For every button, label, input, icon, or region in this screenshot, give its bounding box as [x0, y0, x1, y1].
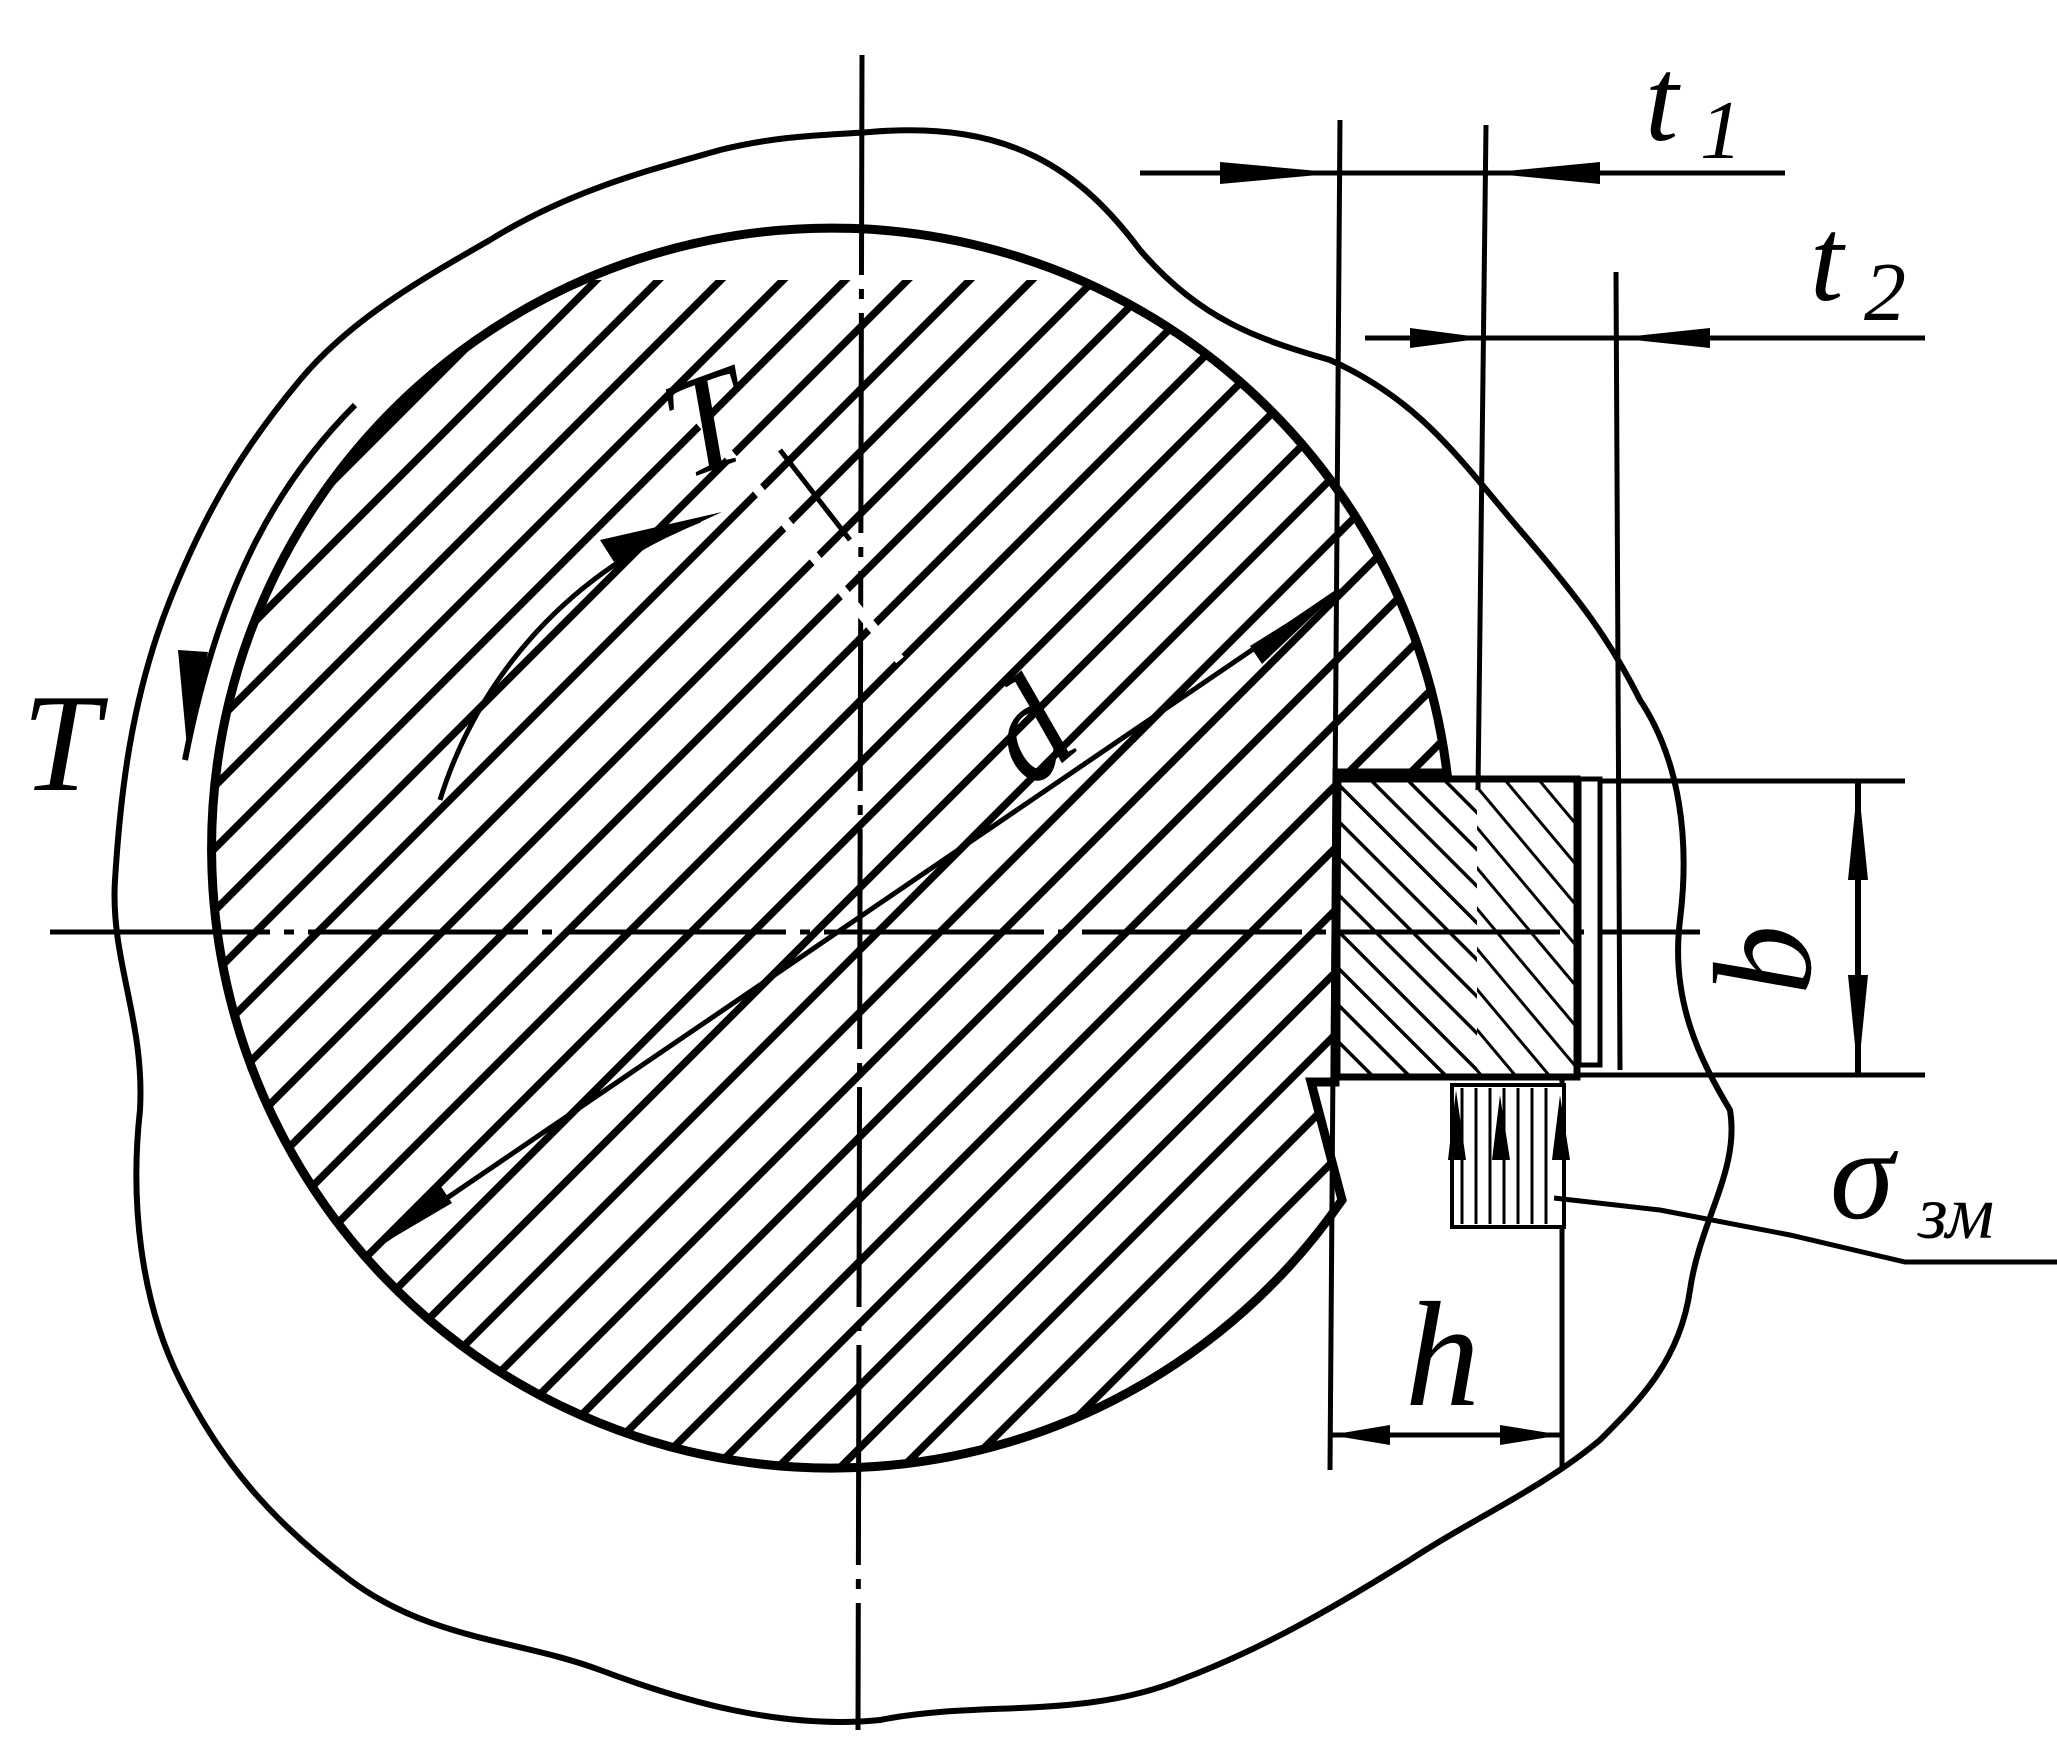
label-sigma-subscript: зм: [1917, 1171, 1994, 1255]
arrow-t2-right: [1616, 328, 1710, 348]
key-outline: [1333, 775, 1581, 1081]
arrow-b-bottom: [1848, 975, 1868, 1075]
label-torque-left: T: [22, 666, 109, 821]
tick-mark-b: [778, 448, 852, 542]
arrow-b-top: [1848, 781, 1868, 880]
label-sigma: σ: [1830, 1103, 1899, 1247]
bearing-stress-arrows: [1448, 1088, 1570, 1224]
key-left-half: [1337, 779, 1477, 1077]
arrow-d-lower-left: [362, 1185, 452, 1256]
key-right-half: [1477, 779, 1577, 1077]
hub-keyway-slot: [1577, 776, 1603, 1068]
hub-break-outline: [111, 127, 1735, 1725]
shaft-outline: [207, 223, 1453, 1473]
label-h: h: [1405, 1272, 1480, 1438]
label-b: b: [1686, 925, 1841, 995]
extension-line-left-shaft-seat: [1327, 119, 1343, 1471]
arrow-h-right: [1500, 1425, 1562, 1445]
arrow-h-left: [1330, 1425, 1390, 1445]
label-t1: t: [1645, 33, 1681, 166]
vertical-centerline: [855, 54, 865, 1731]
label-t1-subscript: 1: [1700, 84, 1742, 177]
arrow-t2-left: [1410, 328, 1486, 348]
arrow-d-upper-right: [1250, 590, 1340, 664]
extension-line-hub-top: [1613, 271, 1623, 1071]
arrow-t1-left: [1220, 162, 1340, 184]
arrow-t1-right: [1486, 162, 1600, 184]
torque-arrow-inner: [600, 512, 722, 562]
label-t2-subscript: 2: [1864, 246, 1906, 339]
tick-mark-a: [696, 416, 904, 664]
torque-arrow-outer: [178, 650, 208, 758]
extension-line-shaft-top: [1475, 124, 1489, 791]
shaft-hatching: [211, 280, 1448, 1469]
sigma-leader-line: [1553, 1195, 2057, 1265]
dimension-line-d: [376, 587, 1342, 1248]
label-t2: t: [1810, 193, 1846, 326]
